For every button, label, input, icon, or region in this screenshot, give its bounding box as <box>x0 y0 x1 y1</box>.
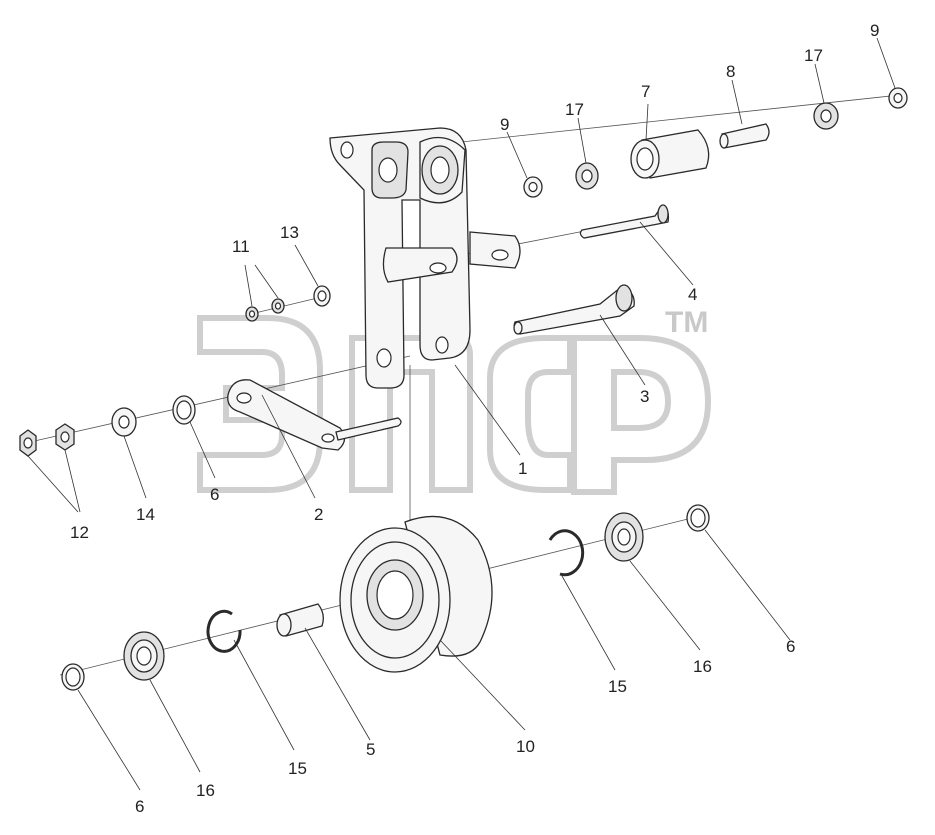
part-16-bearing-right <box>604 512 644 562</box>
callout-7: 7 <box>641 82 650 101</box>
callout-17-right: 17 <box>804 46 823 65</box>
part-8-pin <box>719 123 770 149</box>
part-17-bearing-right <box>813 102 839 130</box>
part-16-bearing-left <box>123 631 165 681</box>
callout-15-right: 15 <box>608 677 627 696</box>
part-4-bolt <box>579 204 670 239</box>
leader-lines <box>27 37 896 791</box>
part-10-pulley <box>339 515 493 673</box>
callout-6-lower-right: 6 <box>786 637 795 656</box>
callout-13: 13 <box>280 223 299 242</box>
callout-1: 1 <box>518 459 527 478</box>
part-3-axle <box>513 284 635 335</box>
part-15-circlip-right <box>548 529 585 577</box>
part-9-washer-left <box>523 176 543 198</box>
callout-15-left: 15 <box>288 759 307 778</box>
callout-6-lower-left: 6 <box>135 797 144 816</box>
part-1-bracket <box>329 127 521 389</box>
part-6-bushing-lower-right <box>686 504 710 532</box>
callout-16-right: 16 <box>693 657 712 676</box>
part-12-nuts <box>19 423 75 457</box>
callout-5: 5 <box>366 740 375 759</box>
callout-8: 8 <box>726 62 735 81</box>
part-17-bearing-left <box>575 162 599 190</box>
callout-11: 11 <box>232 237 250 256</box>
part-13-washer <box>313 285 331 307</box>
watermark-trademark: TM <box>665 306 708 339</box>
callout-17-left: 17 <box>565 100 584 119</box>
part-11-nuts <box>245 298 285 322</box>
part-7-sleeve <box>630 129 710 179</box>
part-9-washer-right <box>888 87 908 109</box>
callout-14: 14 <box>136 505 155 524</box>
part-5-spacer <box>276 603 324 637</box>
callout-10: 10 <box>516 737 535 756</box>
callout-12: 12 <box>70 523 89 542</box>
part-6-bushing-lower-left <box>61 663 85 691</box>
part-2-lever <box>227 379 402 451</box>
callout-labels: 1 2 3 4 5 6 6 6 7 8 9 9 10 11 12 13 14 1… <box>70 21 879 816</box>
callout-2: 2 <box>314 505 323 524</box>
callout-9-right: 9 <box>870 21 879 40</box>
callout-3: 3 <box>640 387 649 406</box>
callout-4: 4 <box>688 285 697 304</box>
part-14-washer <box>111 407 137 437</box>
callout-6-upper: 6 <box>210 485 219 504</box>
callout-9-left: 9 <box>500 115 509 134</box>
callout-16-left: 16 <box>196 781 215 800</box>
part-6-bushing-upper <box>172 395 196 425</box>
